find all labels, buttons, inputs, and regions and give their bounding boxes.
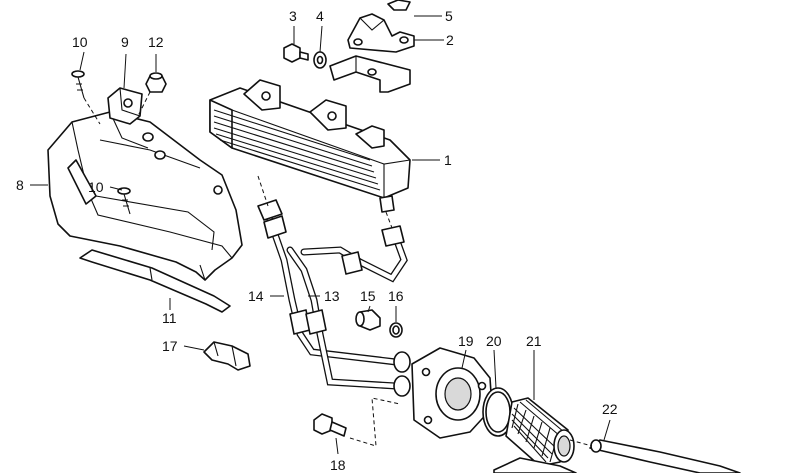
callout-3: 3 bbox=[289, 8, 297, 24]
part-10-screw-top bbox=[71, 70, 101, 125]
part-9-bracket bbox=[107, 87, 143, 125]
callout-13: 13 bbox=[324, 288, 340, 304]
callout-10-mid: 10 bbox=[88, 179, 104, 195]
callout-18: 18 bbox=[330, 457, 346, 473]
part-17-clamp bbox=[203, 341, 251, 371]
part-2-bracket bbox=[329, 55, 411, 93]
callout-5: 5 bbox=[445, 8, 453, 24]
part-12-grommet bbox=[137, 72, 167, 117]
part-21-filter-element bbox=[493, 397, 577, 473]
callout-19: 19 bbox=[458, 333, 474, 349]
part-15-plug bbox=[355, 309, 381, 331]
callout-21: 21 bbox=[526, 333, 542, 349]
part-22-tube bbox=[569, 439, 741, 473]
callout-2: 2 bbox=[446, 32, 454, 48]
callout-11: 11 bbox=[162, 310, 177, 326]
part-5-bracket bbox=[347, 0, 415, 53]
callout-8: 8 bbox=[16, 177, 24, 193]
callout-4: 4 bbox=[316, 8, 324, 24]
callout-10-top: 10 bbox=[72, 34, 88, 50]
part-13-14-hoses bbox=[257, 175, 411, 397]
callout-16: 16 bbox=[388, 288, 404, 304]
leader-lines bbox=[30, 15, 611, 455]
callout-1: 1 bbox=[444, 152, 452, 168]
callout-22: 22 bbox=[602, 401, 618, 417]
part-3-bolt bbox=[283, 43, 309, 63]
part-19-housing-cover bbox=[411, 347, 493, 439]
part-1-oil-cooler bbox=[209, 79, 411, 213]
callout-labels: 10 9 12 8 10 11 17 3 4 5 2 1 14 13 15 16… bbox=[16, 8, 618, 473]
part-4-washer bbox=[313, 51, 327, 69]
callout-17: 17 bbox=[162, 338, 178, 354]
part-18-bolt bbox=[313, 397, 401, 447]
callout-12: 12 bbox=[148, 34, 164, 50]
callout-20: 20 bbox=[486, 333, 502, 349]
callout-15: 15 bbox=[360, 288, 376, 304]
part-8-cover bbox=[47, 111, 243, 281]
part-20-o-ring bbox=[482, 387, 514, 437]
part-11-strap bbox=[79, 249, 231, 313]
callout-9: 9 bbox=[121, 34, 129, 50]
part-16-seal bbox=[389, 322, 403, 338]
callout-14: 14 bbox=[248, 288, 264, 304]
